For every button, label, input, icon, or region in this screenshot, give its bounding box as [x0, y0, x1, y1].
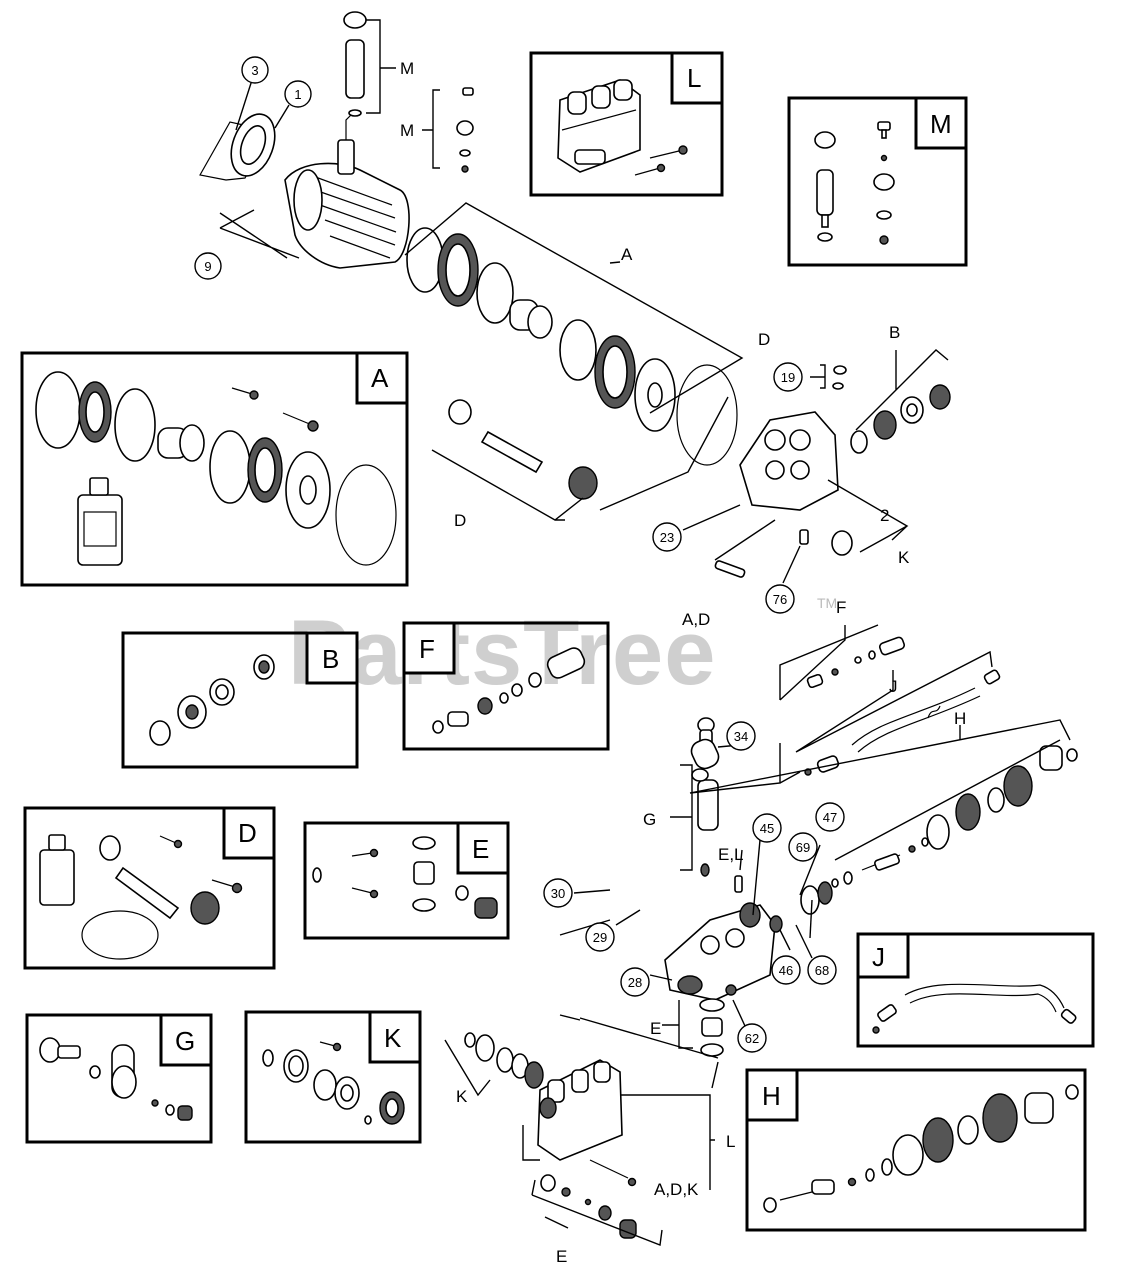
watermark-text: PartsTree: [288, 602, 716, 704]
label-e-l: E,L: [718, 845, 744, 864]
label-h: H: [954, 709, 966, 728]
label-2: 2: [880, 506, 889, 525]
svg-text:68: 68: [815, 963, 829, 978]
kit-tab-h: H: [762, 1081, 781, 1111]
kit-box-b[interactable]: B: [121, 631, 359, 769]
unloader-stack-drawing: [343, 11, 474, 173]
callout-76[interactable]: 76: [765, 584, 795, 614]
callout-9[interactable]: 9: [194, 252, 222, 280]
bypass-and-unloader-drawing: [800, 636, 1078, 915]
kit-tab-e: E: [472, 834, 489, 864]
svg-text:28: 28: [628, 975, 642, 990]
callout-30[interactable]: 30: [543, 878, 573, 908]
seal-kit-drawing-a: [35, 371, 397, 566]
label-a-d: A,D: [682, 610, 710, 629]
svg-text:45: 45: [760, 821, 774, 836]
watermark-tm: TM: [817, 595, 837, 611]
label-g: G: [643, 810, 656, 829]
svg-text:9: 9: [204, 259, 211, 274]
kit-tab-f: F: [419, 634, 435, 664]
callout-1[interactable]: 1: [284, 80, 312, 108]
kit-tab-a: A: [371, 363, 389, 393]
callout-23[interactable]: 23: [652, 522, 682, 552]
label-e-2: E: [556, 1247, 567, 1266]
valve-kit-drawing-b: [149, 654, 275, 746]
callout-45[interactable]: 45: [752, 813, 782, 843]
kit-box-h[interactable]: H: [745, 1068, 1087, 1232]
packing-kit-drawing-k: [262, 1041, 405, 1125]
svg-text:46: 46: [779, 963, 793, 978]
svg-text:47: 47: [823, 810, 837, 825]
bypass-hose-drawing-j: [872, 983, 1077, 1034]
kit-box-a[interactable]: A: [20, 351, 409, 587]
unloader-parts-drawing-m: [814, 121, 895, 245]
leader-lines: [219, 19, 1071, 1246]
label-k-2: K: [456, 1087, 468, 1106]
callout-3[interactable]: 3: [241, 56, 269, 84]
kit-tab-g: G: [175, 1026, 195, 1056]
label-d-1: D: [758, 330, 770, 349]
label-a: A: [621, 245, 633, 264]
svg-text:1: 1: [294, 87, 301, 102]
crankcase-drawing: [199, 109, 410, 269]
callout-62[interactable]: 62: [737, 1023, 767, 1053]
seal-stack-drawing: [406, 227, 738, 466]
label-m-1: M: [400, 59, 414, 78]
kit-tab-l: L: [687, 63, 701, 93]
label-a-d-k: A,D,K: [654, 1180, 699, 1199]
pump-head-lower-drawing: [559, 717, 783, 1057]
kit-box-m[interactable]: M: [787, 96, 968, 267]
pump-head-upper-drawing: [714, 365, 951, 578]
callout-69[interactable]: 69: [788, 832, 818, 862]
piston-kit-drawing-d: [39, 834, 243, 960]
pressure-valve-drawing-f: [432, 647, 586, 734]
kit-box-g[interactable]: G: [25, 1013, 213, 1144]
label-l: L: [726, 1132, 735, 1151]
pump-head-bottom-drawing: [464, 1032, 637, 1239]
label-e-1: E: [650, 1019, 661, 1038]
svg-text:23: 23: [660, 530, 674, 545]
callout-29[interactable]: 29: [585, 922, 615, 952]
callout-28[interactable]: 28: [620, 967, 650, 997]
label-m-2: M: [400, 121, 414, 140]
callout-47[interactable]: 47: [815, 802, 845, 832]
label-k-1: K: [898, 548, 910, 567]
unloader-kit-drawing-h: [763, 1084, 1079, 1213]
piston-drawing: [448, 399, 598, 500]
kit-tab-j: J: [872, 942, 885, 972]
svg-text:76: 76: [773, 592, 787, 607]
kit-box-j[interactable]: J: [856, 932, 1095, 1048]
svg-text:34: 34: [734, 729, 748, 744]
kit-box-d[interactable]: D: [23, 806, 276, 970]
callout-19[interactable]: 19: [773, 362, 803, 392]
svg-text:62: 62: [745, 1031, 759, 1046]
check-valve-kit-drawing-e: [312, 836, 498, 919]
kit-tab-k: K: [384, 1023, 402, 1053]
svg-text:3: 3: [251, 63, 258, 78]
pump-head-drawing-l: [557, 79, 688, 176]
kit-box-f[interactable]: F: [402, 621, 610, 751]
svg-text:30: 30: [551, 886, 565, 901]
svg-text:69: 69: [796, 840, 810, 855]
kit-box-e[interactable]: E: [303, 821, 510, 940]
letter-labels: M M A D B D 2 K A,D F J H G E,L E K L A,…: [400, 59, 966, 1266]
label-d-2: D: [454, 511, 466, 530]
callout-68[interactable]: 68: [807, 955, 837, 985]
kit-tab-b: B: [322, 644, 339, 674]
callout-46[interactable]: 46: [771, 955, 801, 985]
kit-tab-m: M: [930, 109, 952, 139]
label-j: J: [889, 677, 898, 696]
svg-text:19: 19: [781, 370, 795, 385]
kit-box-k[interactable]: K: [244, 1010, 422, 1144]
label-b: B: [889, 323, 900, 342]
callout-34[interactable]: 34: [726, 721, 756, 751]
kit-box-l[interactable]: L: [529, 51, 724, 197]
label-f: F: [836, 598, 846, 617]
injector-kit-drawing-g: [39, 1037, 193, 1121]
kit-tab-d: D: [238, 818, 257, 848]
svg-text:29: 29: [593, 930, 607, 945]
